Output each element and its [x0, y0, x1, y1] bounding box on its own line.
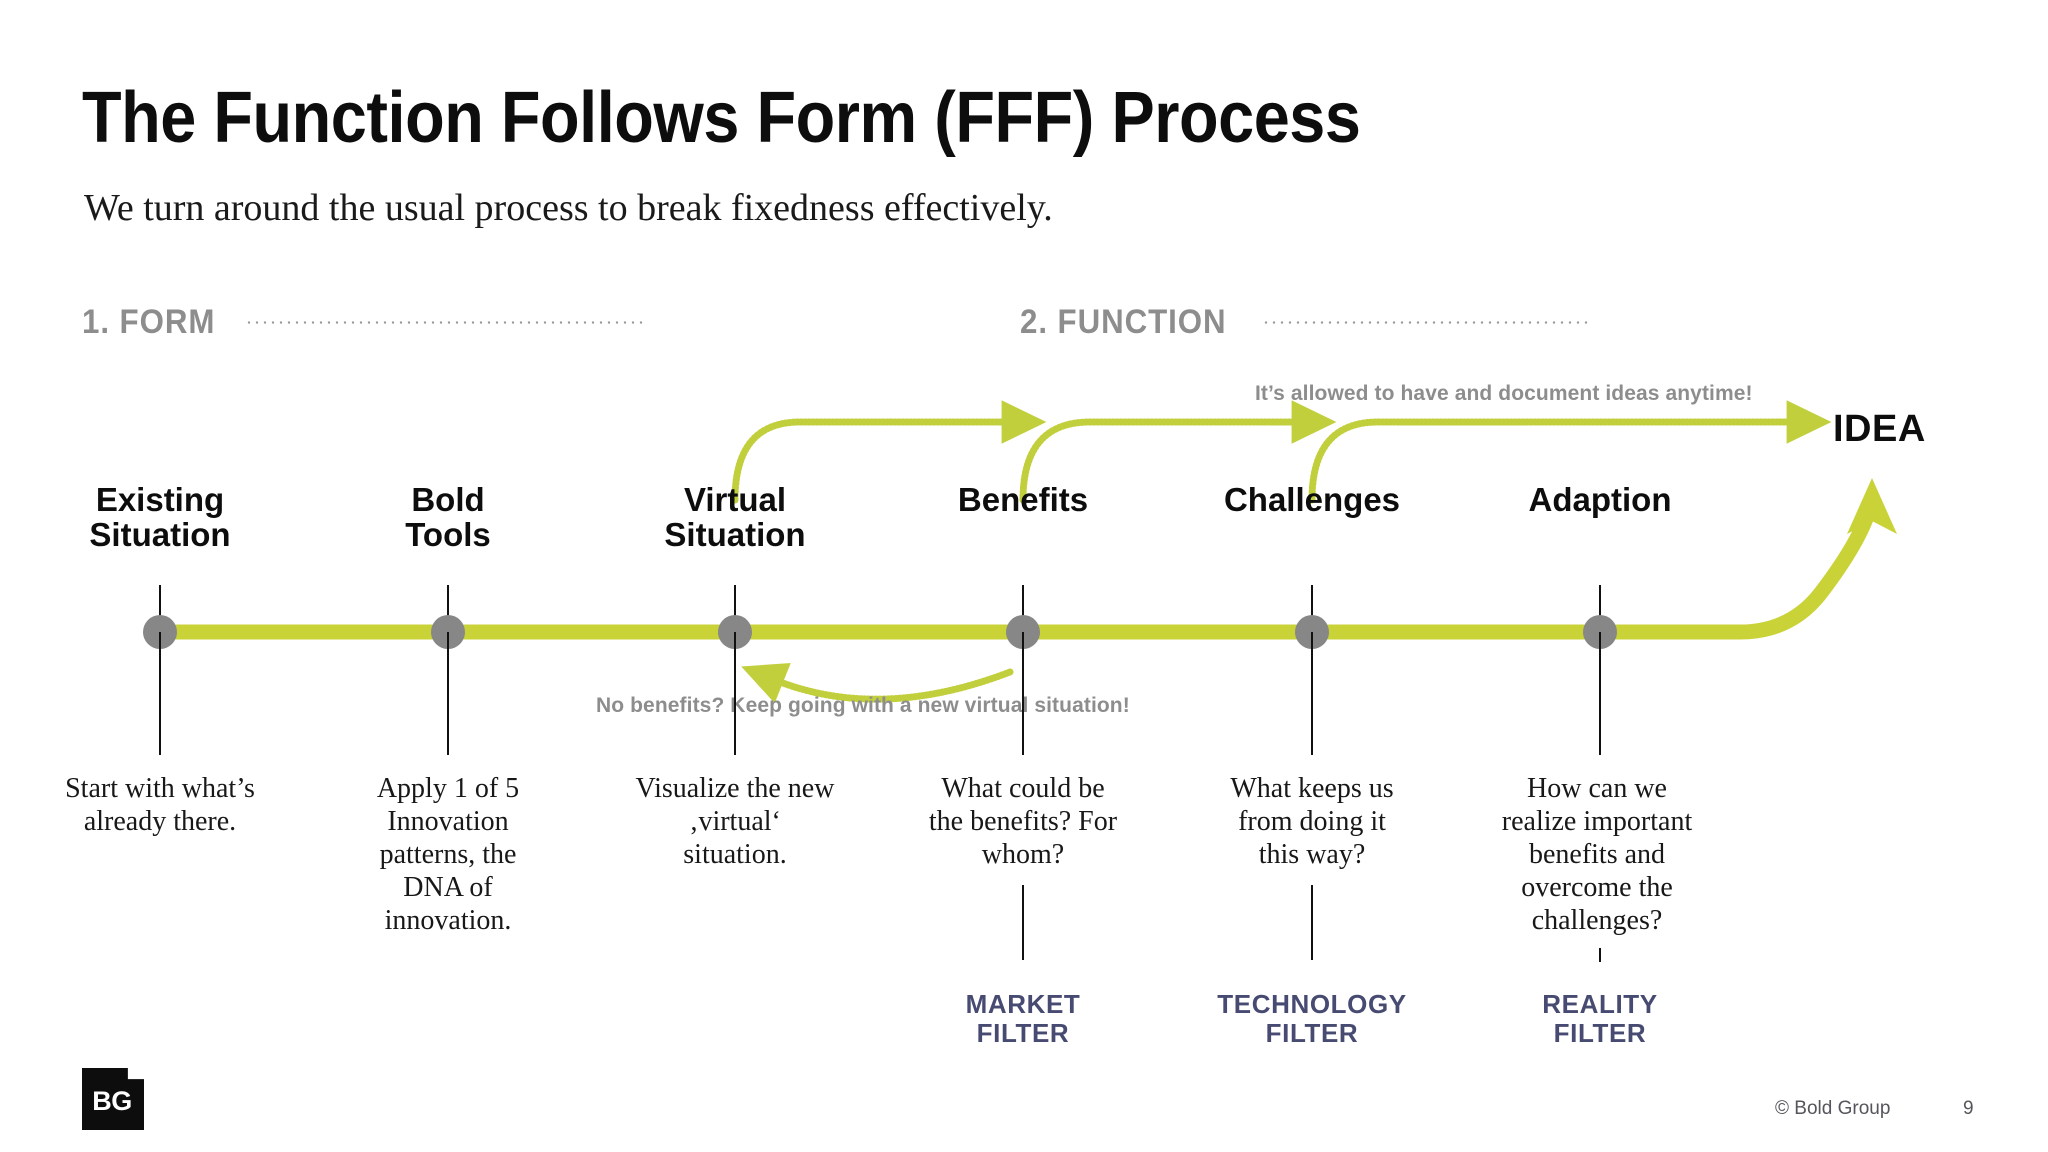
section-header-form: 1. FORM — [82, 303, 647, 342]
milestone-title-virtual-situation: Virtual Situation — [664, 481, 806, 553]
filter-label-market: MARKET FILTER — [965, 989, 1081, 1049]
milestone-description-benefits: What could be the benefits? For whom? — [928, 773, 1118, 871]
bold-group-logo: BG — [82, 1068, 144, 1130]
connector-line-existing-upper — [159, 585, 161, 633]
connector-line-benefits-lower — [1022, 632, 1024, 755]
connector-line-benefits-filter — [1022, 885, 1024, 960]
dotted-rule-function — [1262, 321, 1591, 324]
annotation-no-benefits: No benefits? Keep going with a new virtu… — [596, 694, 1130, 717]
milestone-title-adaption: Adaption — [1528, 481, 1672, 518]
connector-line-challenges-lower — [1311, 632, 1313, 755]
idea-label: IDEA — [1833, 408, 1926, 450]
page-number: 9 — [1963, 1098, 1974, 1119]
connector-line-bold-tools-lower — [447, 632, 449, 755]
connector-line-challenges-filter — [1311, 885, 1313, 960]
filter-label-technology: TECHNOLOGY FILTER — [1217, 989, 1407, 1049]
milestone-description-existing-situation: Start with what’s already there. — [65, 773, 255, 838]
page-title: The Function Follows Form (FFF) Process — [82, 78, 1361, 158]
section-label-form: 1. FORM — [82, 303, 216, 341]
milestone-description-challenges: What keeps us from doing it this way? — [1230, 773, 1394, 871]
section-label-function: 2. FUNCTION — [1020, 303, 1227, 341]
section-header-function: 2. FUNCTION — [1020, 303, 1591, 342]
connector-line-bold-tools-upper — [447, 585, 449, 633]
milestone-title-bold-tools: Bold Tools — [405, 481, 491, 553]
milestone-description-adaption: How can we realize important benefits an… — [1501, 773, 1693, 937]
connector-line-virtual-upper — [734, 585, 736, 633]
milestone-title-challenges: Challenges — [1223, 481, 1401, 518]
connector-line-adaption-filter — [1599, 948, 1601, 962]
annotation-anytime: It’s allowed to have and document ideas … — [1255, 382, 1753, 405]
milestone-title-existing-situation: Existing Situation — [89, 481, 231, 553]
milestone-description-bold-tools: Apply 1 of 5 Innovation patterns, the DN… — [376, 773, 520, 937]
connector-line-adaption-upper — [1599, 585, 1601, 633]
connector-line-existing-lower — [159, 632, 161, 755]
filter-label-reality: REALITY FILTER — [1542, 989, 1658, 1049]
connector-line-virtual-lower — [734, 632, 736, 755]
connector-line-benefits-upper — [1022, 585, 1024, 633]
connector-line-challenges-upper — [1311, 585, 1313, 633]
copyright-text: © Bold Group — [1775, 1098, 1891, 1119]
milestone-description-virtual-situation: Visualize the new ‚virtual‘ situation. — [635, 773, 835, 871]
page-subtitle: We turn around the usual process to brea… — [84, 187, 1053, 229]
dotted-rule-form — [244, 321, 647, 324]
milestone-title-benefits: Benefits — [957, 481, 1089, 518]
logo-text: BG — [92, 1086, 132, 1116]
connector-line-adaption-lower — [1599, 632, 1601, 755]
